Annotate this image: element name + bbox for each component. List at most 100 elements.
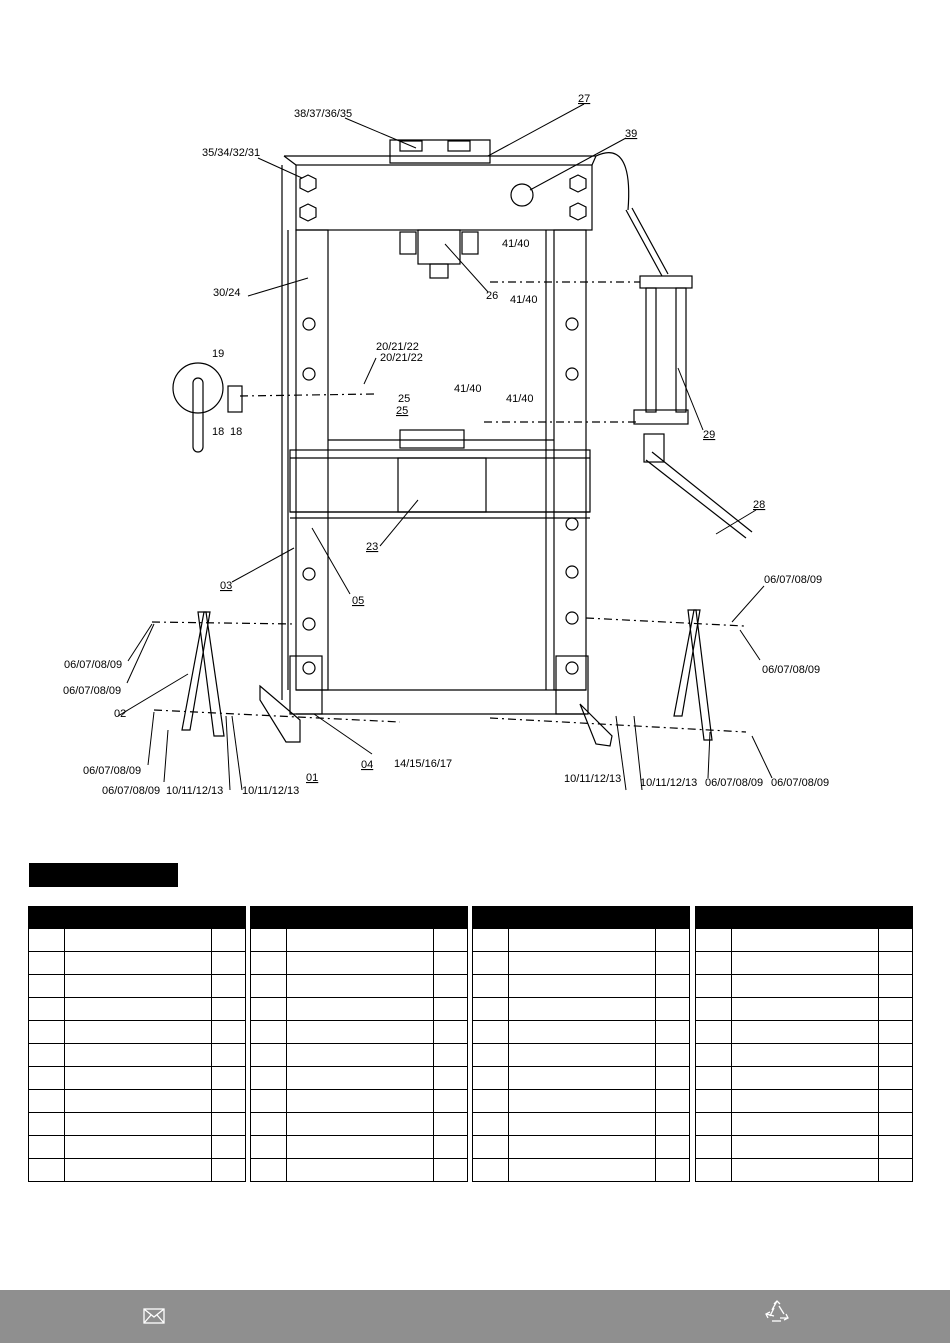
label-41-40-d: 41/40 <box>506 393 534 405</box>
table-row <box>694 997 914 1021</box>
table-row <box>471 1112 691 1136</box>
table-cell <box>64 1089 212 1113</box>
parts-table-header-cell <box>64 906 212 929</box>
table-cell <box>249 951 288 975</box>
table-cell <box>27 951 66 975</box>
table-cell <box>249 1135 288 1159</box>
table-row <box>471 1020 691 1044</box>
label-10-11-12-13-b: 10/11/12/13 <box>242 785 299 797</box>
table-row <box>471 1043 691 1067</box>
table-cell <box>432 1089 469 1113</box>
label-06-07-08-09-g: 06/07/08/09 <box>705 777 763 789</box>
table-cell <box>471 1043 510 1067</box>
table-cell <box>210 1089 247 1113</box>
table-row <box>249 1089 469 1113</box>
label-29: 29 <box>703 429 715 441</box>
table-cell <box>654 951 691 975</box>
parts-table-header-cell <box>877 906 914 929</box>
label-10-11-12-13-c: 10/11/12/13 <box>564 773 621 785</box>
parts-list-heading-bar <box>29 863 178 887</box>
table-cell <box>432 1112 469 1136</box>
table-cell <box>731 1135 879 1159</box>
table-row <box>471 1135 691 1159</box>
table-cell <box>27 1158 66 1182</box>
table-cell <box>471 928 510 952</box>
label-06-07-08-09-a: 06/07/08/09 <box>764 574 822 586</box>
table-cell <box>694 1112 733 1136</box>
table-cell <box>508 951 656 975</box>
table-cell <box>286 1089 434 1113</box>
table-cell <box>64 997 212 1021</box>
table-cell <box>432 951 469 975</box>
parts-table-header-cell <box>249 906 288 929</box>
table-cell <box>654 1020 691 1044</box>
top-beam <box>283 139 597 231</box>
table-cell <box>694 1089 733 1113</box>
table-cell <box>210 997 247 1021</box>
table-cell <box>654 974 691 998</box>
table-cell <box>654 997 691 1021</box>
table-row <box>27 1043 247 1067</box>
table-cell <box>508 1112 656 1136</box>
table-cell <box>471 1089 510 1113</box>
table-row <box>27 1020 247 1044</box>
leader-lines <box>117 103 773 791</box>
table-row <box>249 1158 469 1182</box>
parts-table-header-cell <box>654 906 691 929</box>
table-cell <box>64 1043 212 1067</box>
table-cell <box>432 1020 469 1044</box>
bolt-lines <box>151 281 747 733</box>
table-cell <box>64 974 212 998</box>
table-row <box>249 1112 469 1136</box>
table-cell <box>286 974 434 998</box>
parts-table-header-cell <box>694 906 733 929</box>
parts-table-header-cell <box>471 906 510 929</box>
table-cell <box>210 1066 247 1090</box>
table-row <box>694 1020 914 1044</box>
label-20-21-22-b: 20/21/22 <box>380 352 423 364</box>
parts-table-header-row <box>694 906 914 929</box>
envelope-icon <box>143 1308 165 1324</box>
table-cell <box>508 1020 656 1044</box>
label-06-07-08-09-b: 06/07/08/09 <box>64 659 122 671</box>
table-cell <box>877 951 914 975</box>
table-cell <box>471 974 510 998</box>
table-row <box>27 951 247 975</box>
parts-table-2 <box>249 906 469 1182</box>
table-row <box>694 1158 914 1182</box>
parts-table-header-cell <box>210 906 247 929</box>
label-30-24: 30/24 <box>213 287 241 299</box>
table-cell <box>210 1112 247 1136</box>
label-38-37-36-35: 38/37/36/35 <box>294 108 352 120</box>
footer-bar <box>0 1290 950 1343</box>
table-row <box>694 974 914 998</box>
label-06-07-08-09-c: 06/07/08/09 <box>762 664 820 676</box>
table-row <box>27 1089 247 1113</box>
table-cell <box>654 1135 691 1159</box>
table-row <box>27 1112 247 1136</box>
table-cell <box>64 1020 212 1044</box>
table-row <box>694 928 914 952</box>
label-06-07-08-09-e: 06/07/08/09 <box>83 765 141 777</box>
table-cell <box>877 974 914 998</box>
table-cell <box>432 1135 469 1159</box>
table-cell <box>64 951 212 975</box>
parts-table-1 <box>27 906 247 1182</box>
label-26: 26 <box>486 290 498 302</box>
table-cell <box>508 1135 656 1159</box>
table-cell <box>432 974 469 998</box>
parts-table-header-cell <box>286 906 434 929</box>
table-cell <box>731 928 879 952</box>
table-cell <box>64 1158 212 1182</box>
table-cell <box>694 1020 733 1044</box>
label-10-11-12-13-a: 10/11/12/13 <box>166 785 223 797</box>
table-cell <box>654 1043 691 1067</box>
table-cell <box>210 951 247 975</box>
table-row <box>471 974 691 998</box>
parts-table-3 <box>471 906 691 1182</box>
table-cell <box>432 1066 469 1090</box>
press-bed <box>289 429 591 519</box>
table-cell <box>210 928 247 952</box>
table-cell <box>508 974 656 998</box>
table-cell <box>249 1158 288 1182</box>
